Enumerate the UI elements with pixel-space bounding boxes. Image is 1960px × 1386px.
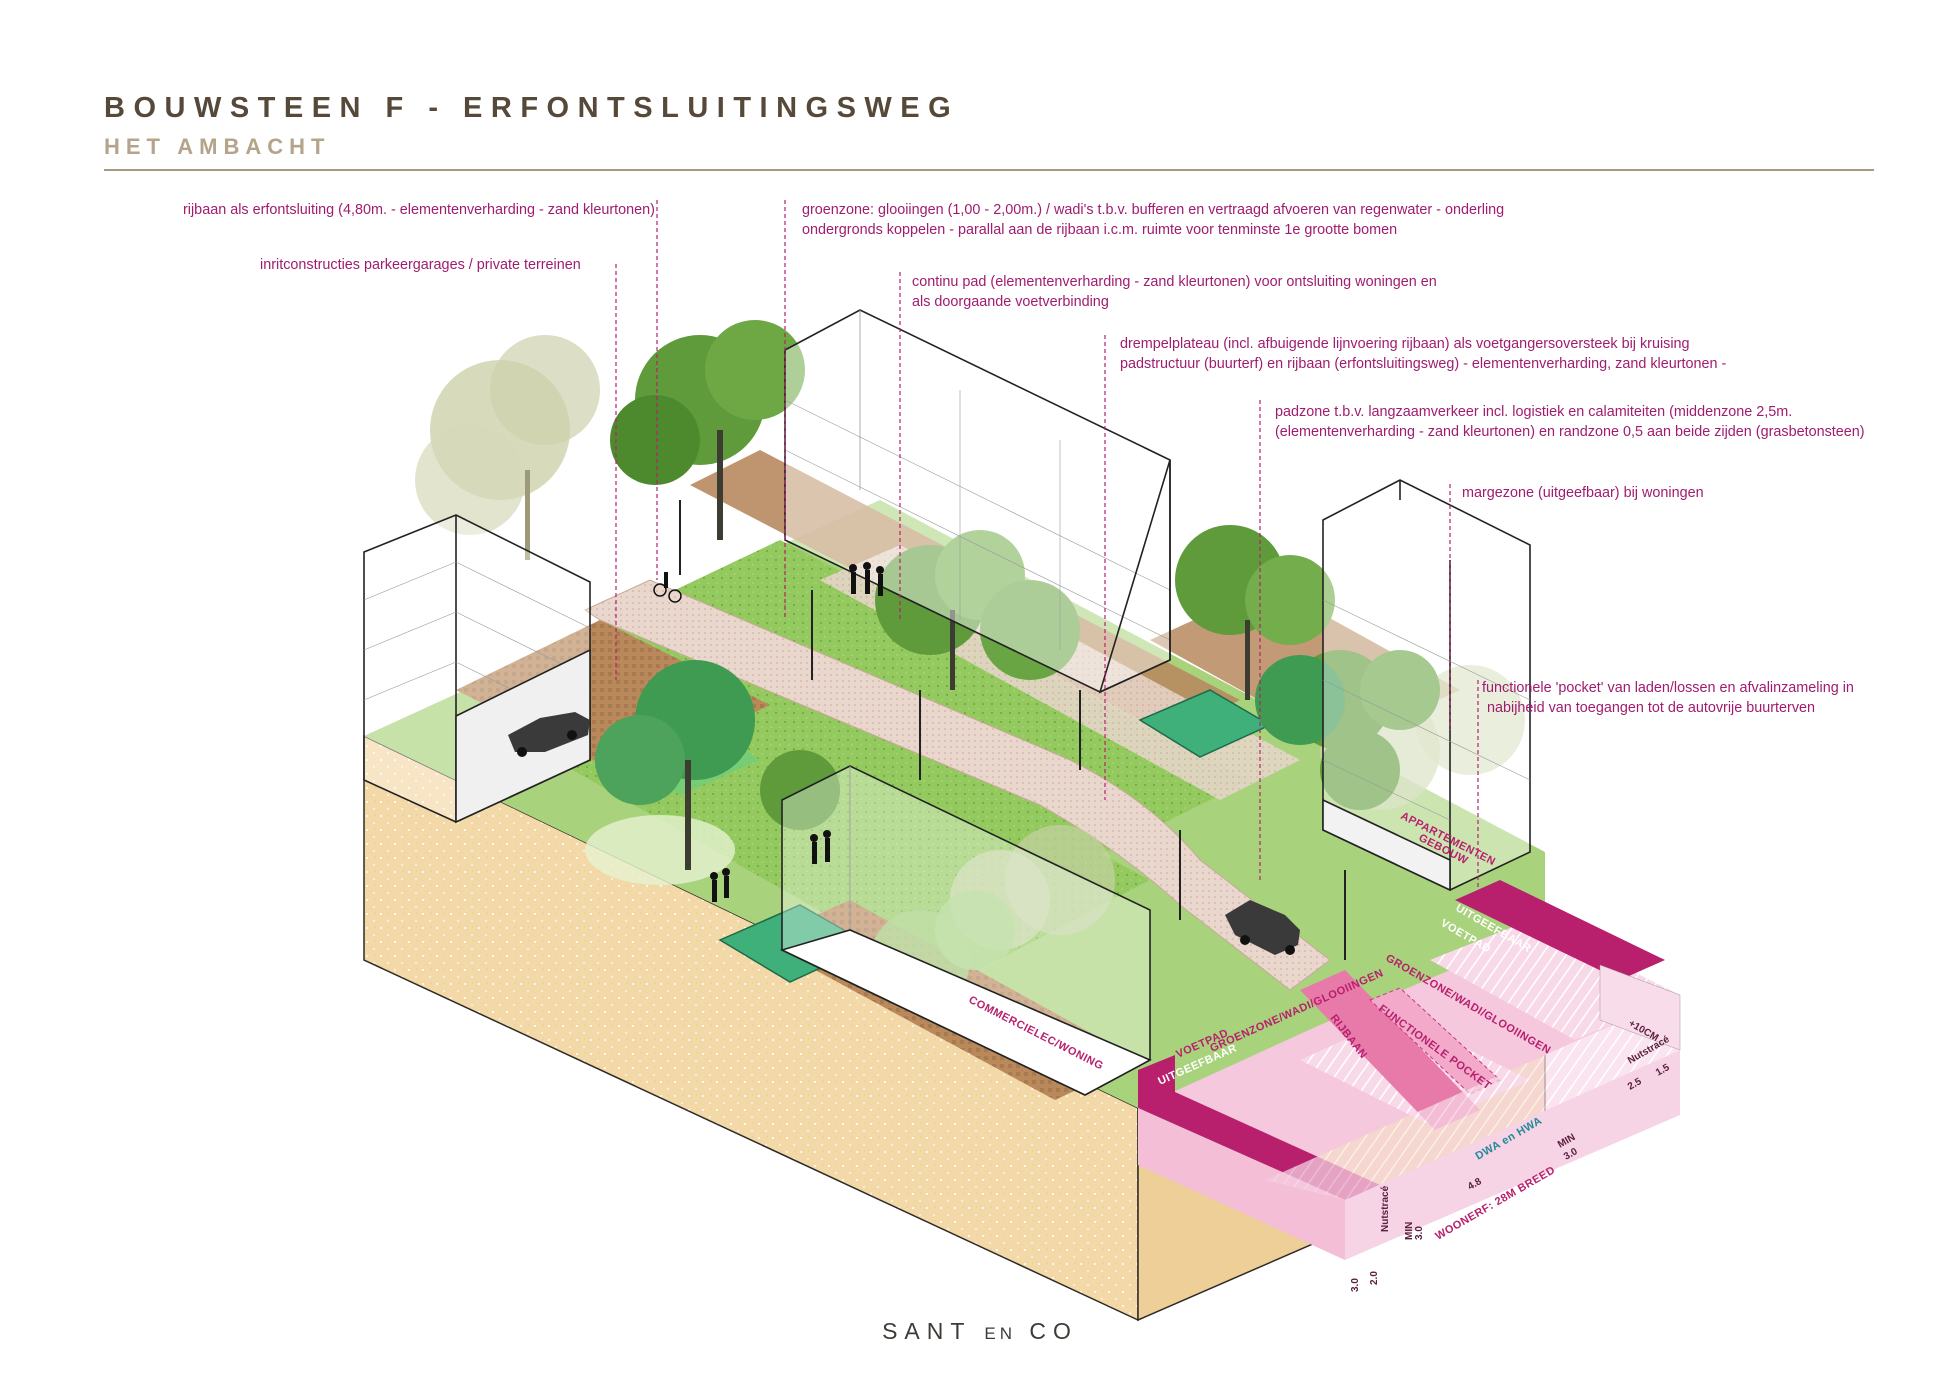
title-divider — [104, 169, 1874, 171]
pink-section-strip — [1138, 880, 1681, 1260]
annotation-line: ondergronds koppelen - parallal aan de r… — [802, 222, 1398, 238]
annotation-marge: margezone (uitgeefbaar) bij woningen — [1462, 483, 1704, 503]
annotation-line: functionele 'pocket' van laden/lossen en… — [1482, 680, 1854, 696]
annotation-line: continu pad (elementenverharding - zand … — [912, 274, 1437, 290]
page-title: BOUWSTEEN F - ERFONTSLUITINGSWEG — [104, 92, 960, 124]
page-subtitle: HET AMBACHT — [104, 134, 331, 159]
building-back — [784, 309, 1171, 694]
dim-min-left: MIN — [1404, 1222, 1415, 1240]
brand-logo: SANT EN CO — [0, 1318, 1960, 1345]
annotation-padzone: padzone t.b.v. langzaamverkeer incl. log… — [1275, 402, 1865, 442]
annotation-pad: continu pad (elementenverharding - zand … — [912, 272, 1437, 312]
pedestrians — [653, 562, 884, 902]
dim-nuts-left: Nutstracé — [1380, 1185, 1391, 1232]
street-lights — [679, 500, 1346, 960]
leader-lines — [615, 200, 1479, 900]
brand-word-sant: SANT — [882, 1318, 972, 1344]
annotation-line: nabijheid van toegangen tot de autovrije… — [1487, 700, 1816, 716]
annotation-line: inritconstructies parkeergarages / priva… — [260, 257, 581, 273]
dim-2-0: 2.0 — [1369, 1271, 1380, 1285]
building-front — [779, 765, 1152, 1096]
cars — [508, 712, 1300, 955]
dim-3-0: 3.0 — [1350, 1278, 1361, 1292]
annotation-line: als doorgaande voetverbinding — [912, 294, 1109, 310]
brand-word-en: EN — [984, 1324, 1017, 1343]
brand-word-co: CO — [1029, 1318, 1078, 1344]
annotation-rijbaan: rijbaan als erfontsluiting (4,80m. - ele… — [183, 200, 655, 220]
dim-min-left-val: 3.0 — [1414, 1226, 1425, 1240]
annotation-drempel: drempelplateau (incl. afbuigende lijnvoe… — [1120, 334, 1726, 374]
annotation-groenzone: groenzone: glooiingen (1,00 - 2,00m.) / … — [802, 200, 1504, 240]
annotation-line: padzone t.b.v. langzaamverkeer incl. log… — [1275, 404, 1793, 420]
trees — [415, 320, 1525, 1010]
annotation-line: rijbaan als erfontsluiting (4,80m. - ele… — [183, 202, 655, 218]
annotation-line: margezone (uitgeefbaar) bij woningen — [1462, 485, 1704, 501]
annotation-line: (elementenverharding - zand kleurtonen) … — [1275, 424, 1865, 440]
annotation-line: groenzone: glooiingen (1,00 - 2,00m.) / … — [802, 202, 1505, 218]
annotation-line: padstructuur (buurterf) en rijbaan (erfo… — [1120, 356, 1727, 372]
annotation-inrit: inritconstructies parkeergarages / priva… — [260, 255, 581, 275]
annotation-line: drempelplateau (incl. afbuigende lijnvoe… — [1120, 336, 1690, 352]
building-left — [363, 514, 591, 824]
annotation-pocket: functionele 'pocket' van laden/lossen en… — [1482, 678, 1854, 718]
